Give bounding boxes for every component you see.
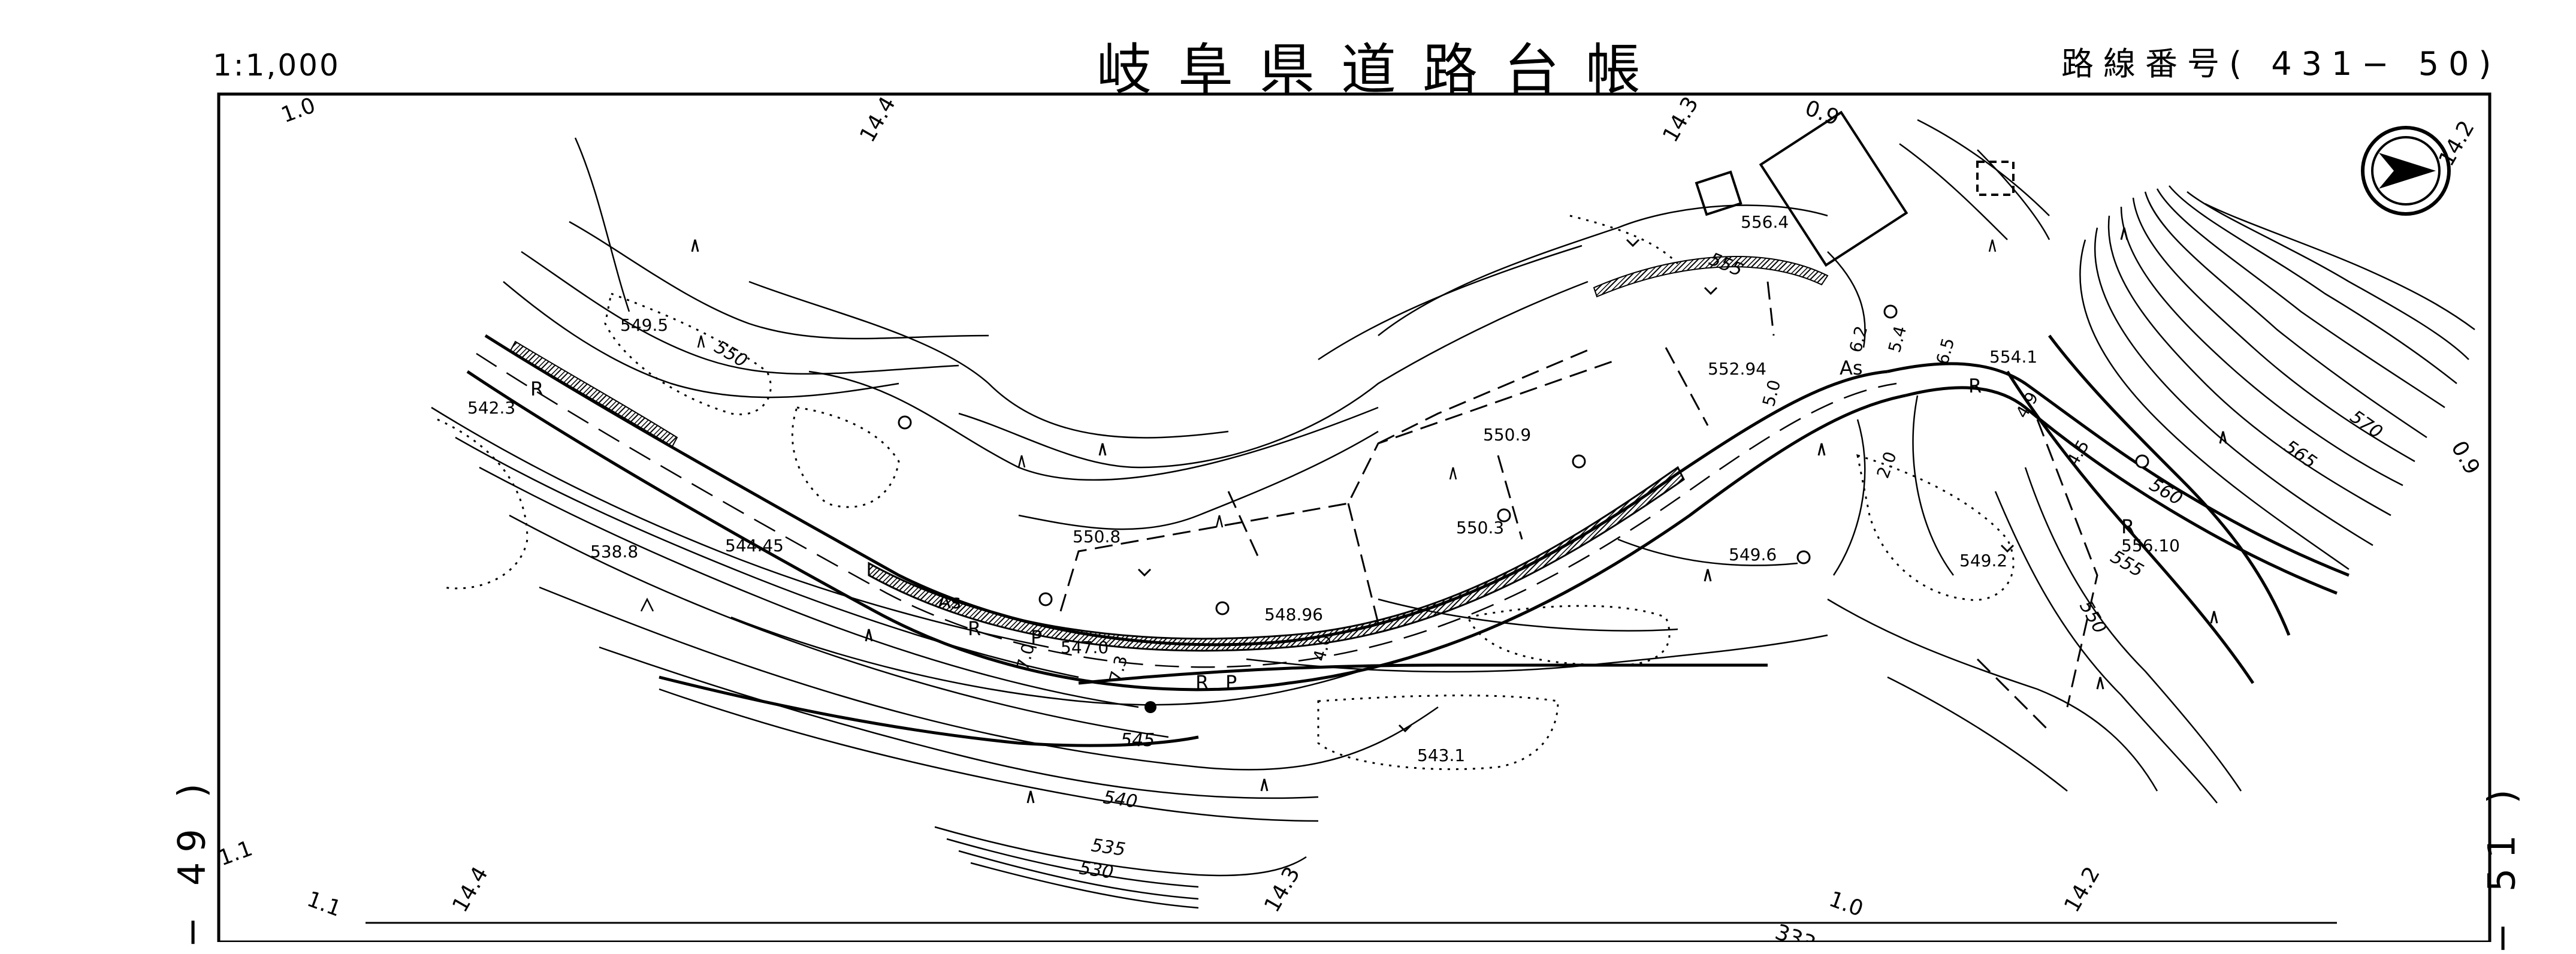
elevation-label: 547.0 xyxy=(1061,638,1109,657)
contour-label: 535 xyxy=(1090,835,1127,861)
surface-code: P xyxy=(1031,626,1042,649)
road-width: 2.0 xyxy=(1873,449,1901,481)
surface-code: R xyxy=(1968,375,1982,397)
surface-code: R xyxy=(968,617,981,640)
road-width: 5.4 xyxy=(1885,324,1910,355)
elevation-label: 538.8 xyxy=(590,542,638,561)
elevation-label: 554.1 xyxy=(1989,347,2037,367)
contour-labels: 550 545 540 535 530 555 570 565 560 550 … xyxy=(711,249,2386,883)
elevation-label: 548.96 xyxy=(1264,605,1323,624)
surface-code: R xyxy=(530,378,543,400)
edge-mark: 14.3 xyxy=(1260,863,1305,917)
road-width-labels: 7.0 7.3 4.0 5.0 6.2 5.4 6.5 4.9 4.5 2.0 xyxy=(1013,324,2093,684)
building-large xyxy=(1759,110,1908,267)
contour-label: 550 xyxy=(2075,597,2110,638)
road-width: 6.2 xyxy=(1846,324,1871,355)
contour-label: 540 xyxy=(1102,787,1139,813)
buildings xyxy=(1695,110,2015,267)
surface-code: R xyxy=(1195,671,1209,694)
edge-mark: 1.0 xyxy=(278,93,319,128)
elevation-label: 549.5 xyxy=(620,315,668,335)
elevation-label: 556.10 xyxy=(2121,536,2180,556)
surface-code: P xyxy=(1225,671,1237,694)
elevation-label: 549.2 xyxy=(1959,551,2007,570)
building-small xyxy=(1695,170,1743,216)
elevation-label: 550.8 xyxy=(1073,527,1121,547)
map-frame xyxy=(217,92,2492,942)
utility-poles xyxy=(898,304,2149,615)
index-contours xyxy=(659,334,2291,747)
elevation-label: 550.9 xyxy=(1483,425,1531,445)
road-width: 5.0 xyxy=(1759,378,1784,409)
elevation-label: 549.6 xyxy=(1729,545,1777,564)
contour-lines xyxy=(431,119,2475,909)
elevation-label: 550.3 xyxy=(1456,518,1504,538)
elevation-label: 542.3 xyxy=(467,398,515,418)
elevation-label: 552.94 xyxy=(1708,359,1766,379)
parcel-lines xyxy=(1059,281,2098,732)
map-scale: 1:1,000 xyxy=(213,48,340,83)
edge-mark: 14.4 xyxy=(855,93,901,147)
edge-mark: 14.4 xyxy=(448,863,493,917)
contour-label: 565 xyxy=(2280,436,2320,473)
elevation-label: 543.1 xyxy=(1417,745,1465,765)
surface-codes: As As R R R P P R R xyxy=(530,357,2134,694)
edge-mark: 0.9 xyxy=(1802,96,1843,131)
elevation-label: 544.45 xyxy=(725,536,784,556)
edge-mark: 14.2 xyxy=(2059,863,2105,917)
vegetation-symbols xyxy=(691,227,2227,804)
hatched-guard-wall xyxy=(868,466,1685,652)
edge-mark: 0.9 xyxy=(2446,437,2484,479)
route-number: 路線番号( 431− 50) xyxy=(2061,45,2501,83)
crop-marks xyxy=(640,239,1997,612)
edge-mark: 14.3 xyxy=(1658,93,1704,147)
edge-mark: 1.1 xyxy=(304,887,345,922)
hatched-retaining-wall xyxy=(509,340,678,448)
elevation-label: 556.4 xyxy=(1741,212,1789,232)
surface-code: As xyxy=(1840,357,1863,379)
building-dashed xyxy=(1976,161,2015,196)
surface-code: As xyxy=(938,590,961,613)
north-arrow-icon xyxy=(2361,126,2451,216)
road-width: 6.5 xyxy=(1932,336,1958,367)
contour-label: 570 xyxy=(2346,406,2386,443)
contour-label: 545 xyxy=(1121,730,1155,751)
dotted-boundaries xyxy=(437,215,2015,771)
prefectural-road xyxy=(466,334,2349,692)
surface-code: R xyxy=(2121,515,2134,538)
edge-marks: 1.0 14.4 14.3 0.9 14.2 0.9 1.1 1.1 14.4 … xyxy=(215,93,2484,942)
contour-label: 530 xyxy=(1078,858,1115,883)
elevation-labels: 549.5 542.3 538.8 544.45 550.8 547.0 548… xyxy=(467,212,2180,765)
map-title: 岐阜県道路台帳 xyxy=(1097,38,1668,102)
edge-mark: 1.0 xyxy=(1826,887,1867,922)
survey-marker xyxy=(1144,701,1156,713)
edge-mark: 1.1 xyxy=(215,836,256,871)
contour-label: 555 xyxy=(1706,249,1745,281)
